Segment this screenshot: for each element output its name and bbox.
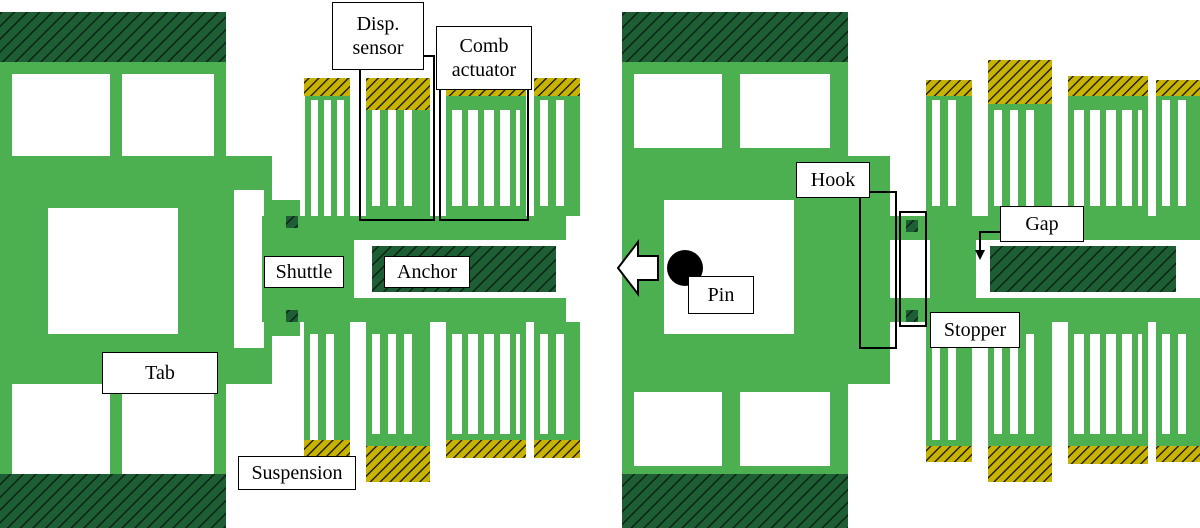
label-anchor: Anchor [384,256,470,288]
arrow-left-icon [616,239,659,297]
label-stopper: Stopper [930,312,1020,348]
right-frame [622,62,890,474]
label-tab: Tab [102,352,218,394]
stopper-mark-bottom-left [286,310,298,322]
yoke-slot [232,190,264,348]
shuttle-yoke-lower [226,322,300,384]
label-comb-actuator: Comb actuator [436,26,532,90]
bottom-anchor-pad-right [622,474,848,528]
hook-bar [870,200,890,340]
stopper-mark-bottom-right [906,310,918,322]
bottom-anchor-pad-left [0,474,226,528]
label-pin: Pin [688,276,754,314]
bottom-springs-left [304,322,580,482]
label-suspension: Suspension [238,456,356,490]
label-disp-sensor: Disp. sensor [332,2,424,70]
label-hook: Hook [796,162,870,198]
shuttle-beam-bottom [262,298,566,322]
stopper-mark-top-left [286,216,298,228]
shuttle-notch [354,240,372,298]
gap-pointer-head [975,250,985,260]
stopper-outline [899,211,927,327]
yoke-bar [226,190,234,348]
tab-frame [0,62,226,474]
gap-pointer [979,231,1000,252]
shuttle-yoke [226,156,300,216]
label-shuttle: Shuttle [264,256,344,288]
label-gap: Gap [1000,206,1084,242]
bottom-springs-right [926,322,1200,482]
top-anchor-pad-left [0,12,226,62]
right-device [616,12,1200,528]
central-anchor-right [990,246,1176,292]
hook-outline [859,191,897,349]
top-anchor-pad-right [622,12,848,62]
right-shuttle-spine [930,240,976,298]
top-springs-right [926,60,1200,216]
stopper-mark-top-right [906,220,918,232]
